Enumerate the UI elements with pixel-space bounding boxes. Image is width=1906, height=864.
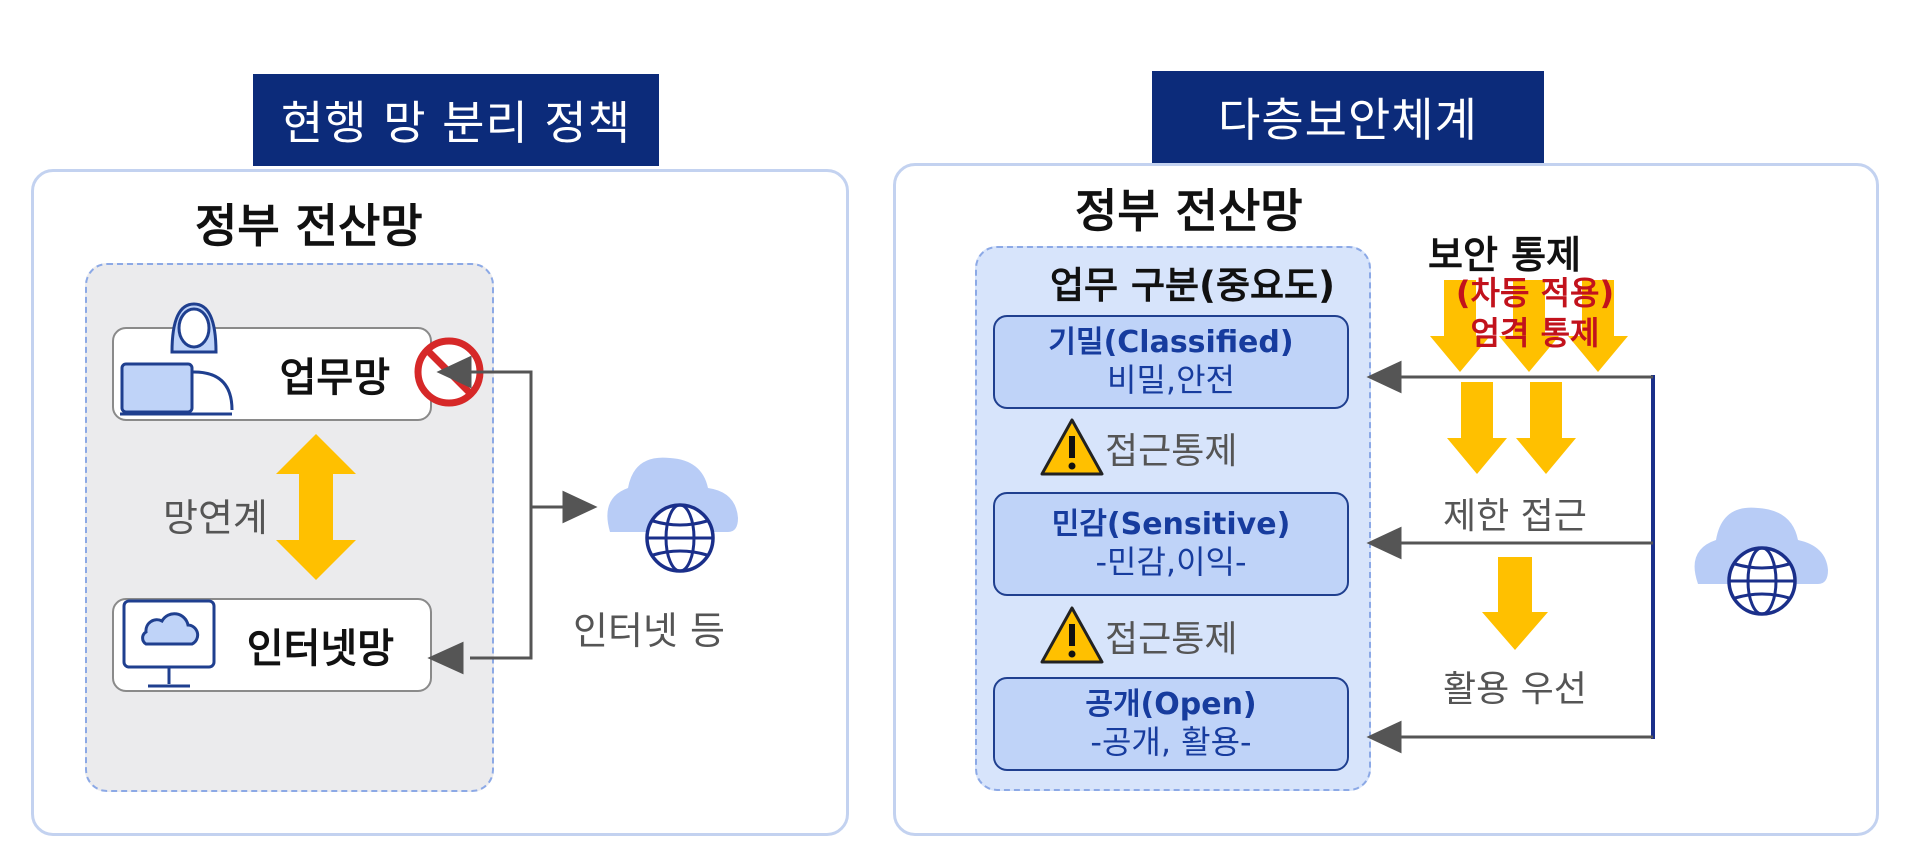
internet-network-label: 인터넷망 xyxy=(246,626,394,672)
connector-lines xyxy=(427,355,598,675)
differential-label: (차등 적용) xyxy=(1455,274,1615,312)
level-classified-title: 기밀(Classified) xyxy=(1048,324,1294,360)
access-control-label-1: 접근통제 xyxy=(1105,431,1238,472)
level-sensitive: 민감(Sensitive) -민감,이익- xyxy=(993,492,1349,596)
level-open: 공개(Open) -공개, 활용- xyxy=(993,677,1349,771)
internet-cloud-icon xyxy=(607,457,738,573)
limited-access-arrows xyxy=(1447,382,1576,474)
limited-access-label: 제한 접근 xyxy=(1443,496,1587,537)
work-network-label: 업무망 xyxy=(279,355,390,401)
monitor-cloud-icon xyxy=(122,599,216,688)
network-link-label: 망연계 xyxy=(163,496,268,540)
use-priority-label: 활용 우선 xyxy=(1443,669,1587,710)
right-header: 다층보안체계 xyxy=(1152,71,1544,163)
warning-icon xyxy=(1040,418,1104,476)
access-control-label-2: 접근통제 xyxy=(1105,619,1238,660)
security-control-label: 보안 통제 xyxy=(1428,233,1582,277)
category-title: 업무 구분(중요도) xyxy=(1050,264,1335,307)
strict-control-label: 엄격 통제 xyxy=(1470,314,1600,352)
left-header-text: 현행 망 분리 정책 xyxy=(280,96,632,150)
level-open-desc: -공개, 활용- xyxy=(1090,722,1252,761)
warning-icon xyxy=(1040,606,1104,664)
level-sensitive-desc: -민감,이익- xyxy=(1095,542,1247,581)
left-title: 정부 전산망 xyxy=(195,199,423,253)
office-worker-icon xyxy=(120,302,234,416)
level-sensitive-title: 민감(Sensitive) xyxy=(1051,506,1291,542)
right-title: 정부 전산망 xyxy=(1075,184,1303,238)
right-header-text: 다층보안체계 xyxy=(1218,93,1478,147)
strict-control-arrows xyxy=(1430,280,1628,372)
left-graphics xyxy=(120,302,738,688)
internet-label: 인터넷 등 xyxy=(573,609,725,653)
level-arrows xyxy=(1366,360,1653,754)
level-classified: 기밀(Classified) 비밀,안전 xyxy=(993,315,1349,409)
left-header: 현행 망 분리 정책 xyxy=(253,74,659,166)
use-priority-arrow xyxy=(1482,557,1548,650)
level-open-title: 공개(Open) xyxy=(1085,686,1257,722)
double-arrow xyxy=(276,434,356,580)
internet-cloud-icon xyxy=(1694,507,1828,616)
level-classified-desc: 비밀,안전 xyxy=(1107,360,1235,399)
